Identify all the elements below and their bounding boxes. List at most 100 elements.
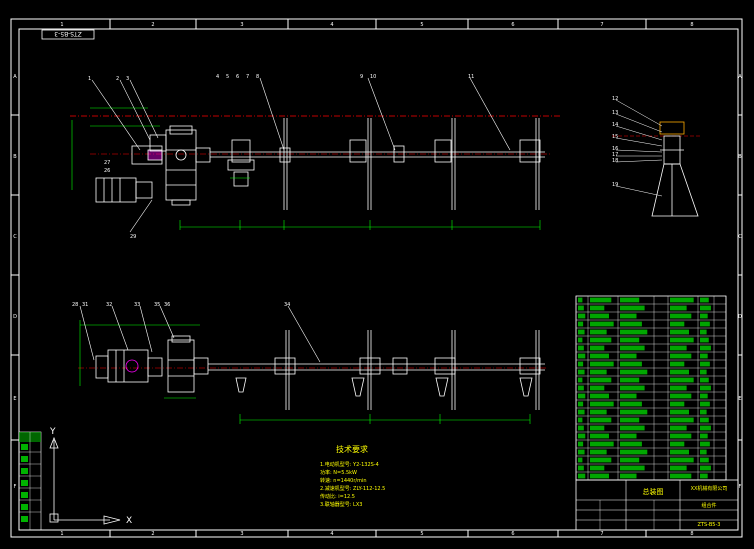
motor-label-27: 27 — [104, 160, 110, 166]
parts-table-entry — [590, 385, 605, 391]
parts-table-entry — [670, 297, 694, 303]
parts-table-entry — [578, 369, 585, 375]
balloon-labels-bottom: 28 31 32 33 34 35 36 — [72, 302, 290, 308]
grid-bottom-8: 8 — [690, 531, 693, 537]
material: 组合件 — [701, 502, 716, 509]
balloon-13: 13 — [612, 110, 618, 116]
balloon-2: 2 — [116, 76, 119, 82]
parts-table-entry — [700, 465, 711, 471]
parts-table-entry — [700, 457, 709, 463]
parts-table-entry — [578, 385, 584, 391]
parts-table-entry — [700, 297, 709, 303]
parts-table-entry — [590, 297, 612, 303]
balloon-35: 35 — [154, 302, 160, 308]
grid-bottom-2: 2 — [151, 531, 154, 537]
parts-table-entry — [590, 337, 612, 343]
parts-table-entry — [590, 425, 605, 431]
balloon-5: 5 — [226, 74, 229, 80]
balloon-11: 11 — [468, 74, 474, 80]
parts-table-entry — [700, 329, 707, 335]
leaders-top — [91, 77, 511, 233]
parts-table-entry — [670, 361, 685, 367]
parts-table-entry — [590, 465, 605, 471]
parts-table-entry — [700, 369, 707, 375]
parts-list-table — [575, 295, 727, 481]
parts-table-entry — [620, 345, 645, 351]
balloon-4: 4 — [216, 74, 219, 80]
grid-top-6: 6 — [511, 22, 514, 28]
leaders-bottom — [79, 305, 321, 363]
parts-table-entry — [590, 369, 607, 375]
parts-table-entry — [620, 305, 645, 311]
parts-table-entry — [620, 425, 645, 431]
parts-table-entry — [670, 433, 692, 439]
notes-title: 技术要求 — [336, 444, 368, 454]
parts-table-entry — [670, 321, 685, 327]
dimensions-bottom — [79, 320, 531, 424]
parts-table-entry — [700, 353, 708, 359]
grid-bottom-3: 3 — [240, 531, 243, 537]
parts-table-entry — [700, 305, 711, 311]
balloon-16: 16 — [612, 146, 618, 152]
notes-line-6: 3.联轴器型号: LX3 — [320, 501, 362, 508]
parts-table-entry — [578, 449, 585, 455]
bottom-assembly-view: 28 31 32 33 34 35 36 — [72, 302, 548, 424]
notes-line-5: 传动比: i=12.5 — [320, 493, 355, 500]
parts-table-entry — [578, 337, 583, 343]
grid-top-3: 3 — [240, 22, 243, 28]
parts-table-entry — [620, 321, 642, 327]
parts-table-entry — [620, 449, 648, 455]
grid-bottom-6: 6 — [511, 531, 514, 537]
parts-table-entry — [620, 313, 637, 319]
parts-table-entry — [670, 465, 687, 471]
grid-right-b: B — [738, 154, 742, 160]
parts-table-entry — [578, 305, 584, 311]
parts-table-entry — [700, 337, 709, 343]
dimensions-top — [71, 107, 541, 230]
balloon-3: 3 — [126, 76, 129, 82]
parts-table-entry — [670, 377, 694, 383]
parts-table-entry — [620, 369, 648, 375]
parts-table-entry — [670, 329, 689, 335]
shaft-bottom — [208, 330, 545, 410]
parts-table-entry — [578, 433, 586, 439]
balloon-31: 31 — [82, 302, 88, 308]
balloon-15: 15 — [612, 134, 618, 140]
shaft-top — [210, 118, 545, 210]
parts-table-entry — [590, 409, 607, 415]
parts-table-entry — [670, 441, 685, 447]
balloon-33: 33 — [134, 302, 140, 308]
grid-bottom-5: 5 — [420, 531, 423, 537]
parts-table-entry — [578, 473, 586, 479]
parts-table-entry — [700, 385, 711, 391]
parts-table-entry — [620, 417, 640, 423]
parts-table-entry — [670, 353, 692, 359]
parts-table-entry — [578, 441, 584, 447]
parts-table-entry — [620, 433, 637, 439]
grid-top-8: 8 — [690, 22, 693, 28]
motor-top — [95, 145, 163, 203]
drawing-frame: 1 2 3 4 5 6 7 8 1 2 3 4 5 6 7 8 A B C D … — [10, 18, 743, 538]
parts-table-entry — [700, 417, 709, 423]
balloon-14: 14 — [612, 122, 618, 128]
grid-left-b: B — [13, 154, 17, 160]
balloon-6: 6 — [236, 74, 239, 80]
grid-right-e: E — [738, 396, 741, 402]
grid-top-2: 2 — [151, 22, 154, 28]
parts-table-entry — [578, 417, 583, 423]
notes-line-2: 功率: N=5.5kW — [320, 469, 357, 476]
grid-left-d: D — [13, 314, 17, 320]
grid-right-c: C — [738, 234, 742, 240]
parts-table-entry — [578, 457, 583, 463]
parts-table-entry — [578, 361, 584, 367]
parts-table-entry — [620, 329, 648, 335]
parts-table-entry — [620, 457, 640, 463]
parts-table-entry — [578, 321, 584, 327]
top-assembly-view: 1 2 3 4 5 6 7 8 9 10 11 27 26 29 — [70, 74, 560, 240]
notes-line-3: 转速: n=1440r/min — [320, 477, 367, 484]
balloon-32: 32 — [106, 302, 112, 308]
parts-table-entry — [620, 441, 642, 447]
parts-table-entry — [590, 377, 612, 383]
balloon-labels-top: 1 2 3 4 5 6 7 8 9 10 11 27 26 29 — [88, 74, 474, 240]
